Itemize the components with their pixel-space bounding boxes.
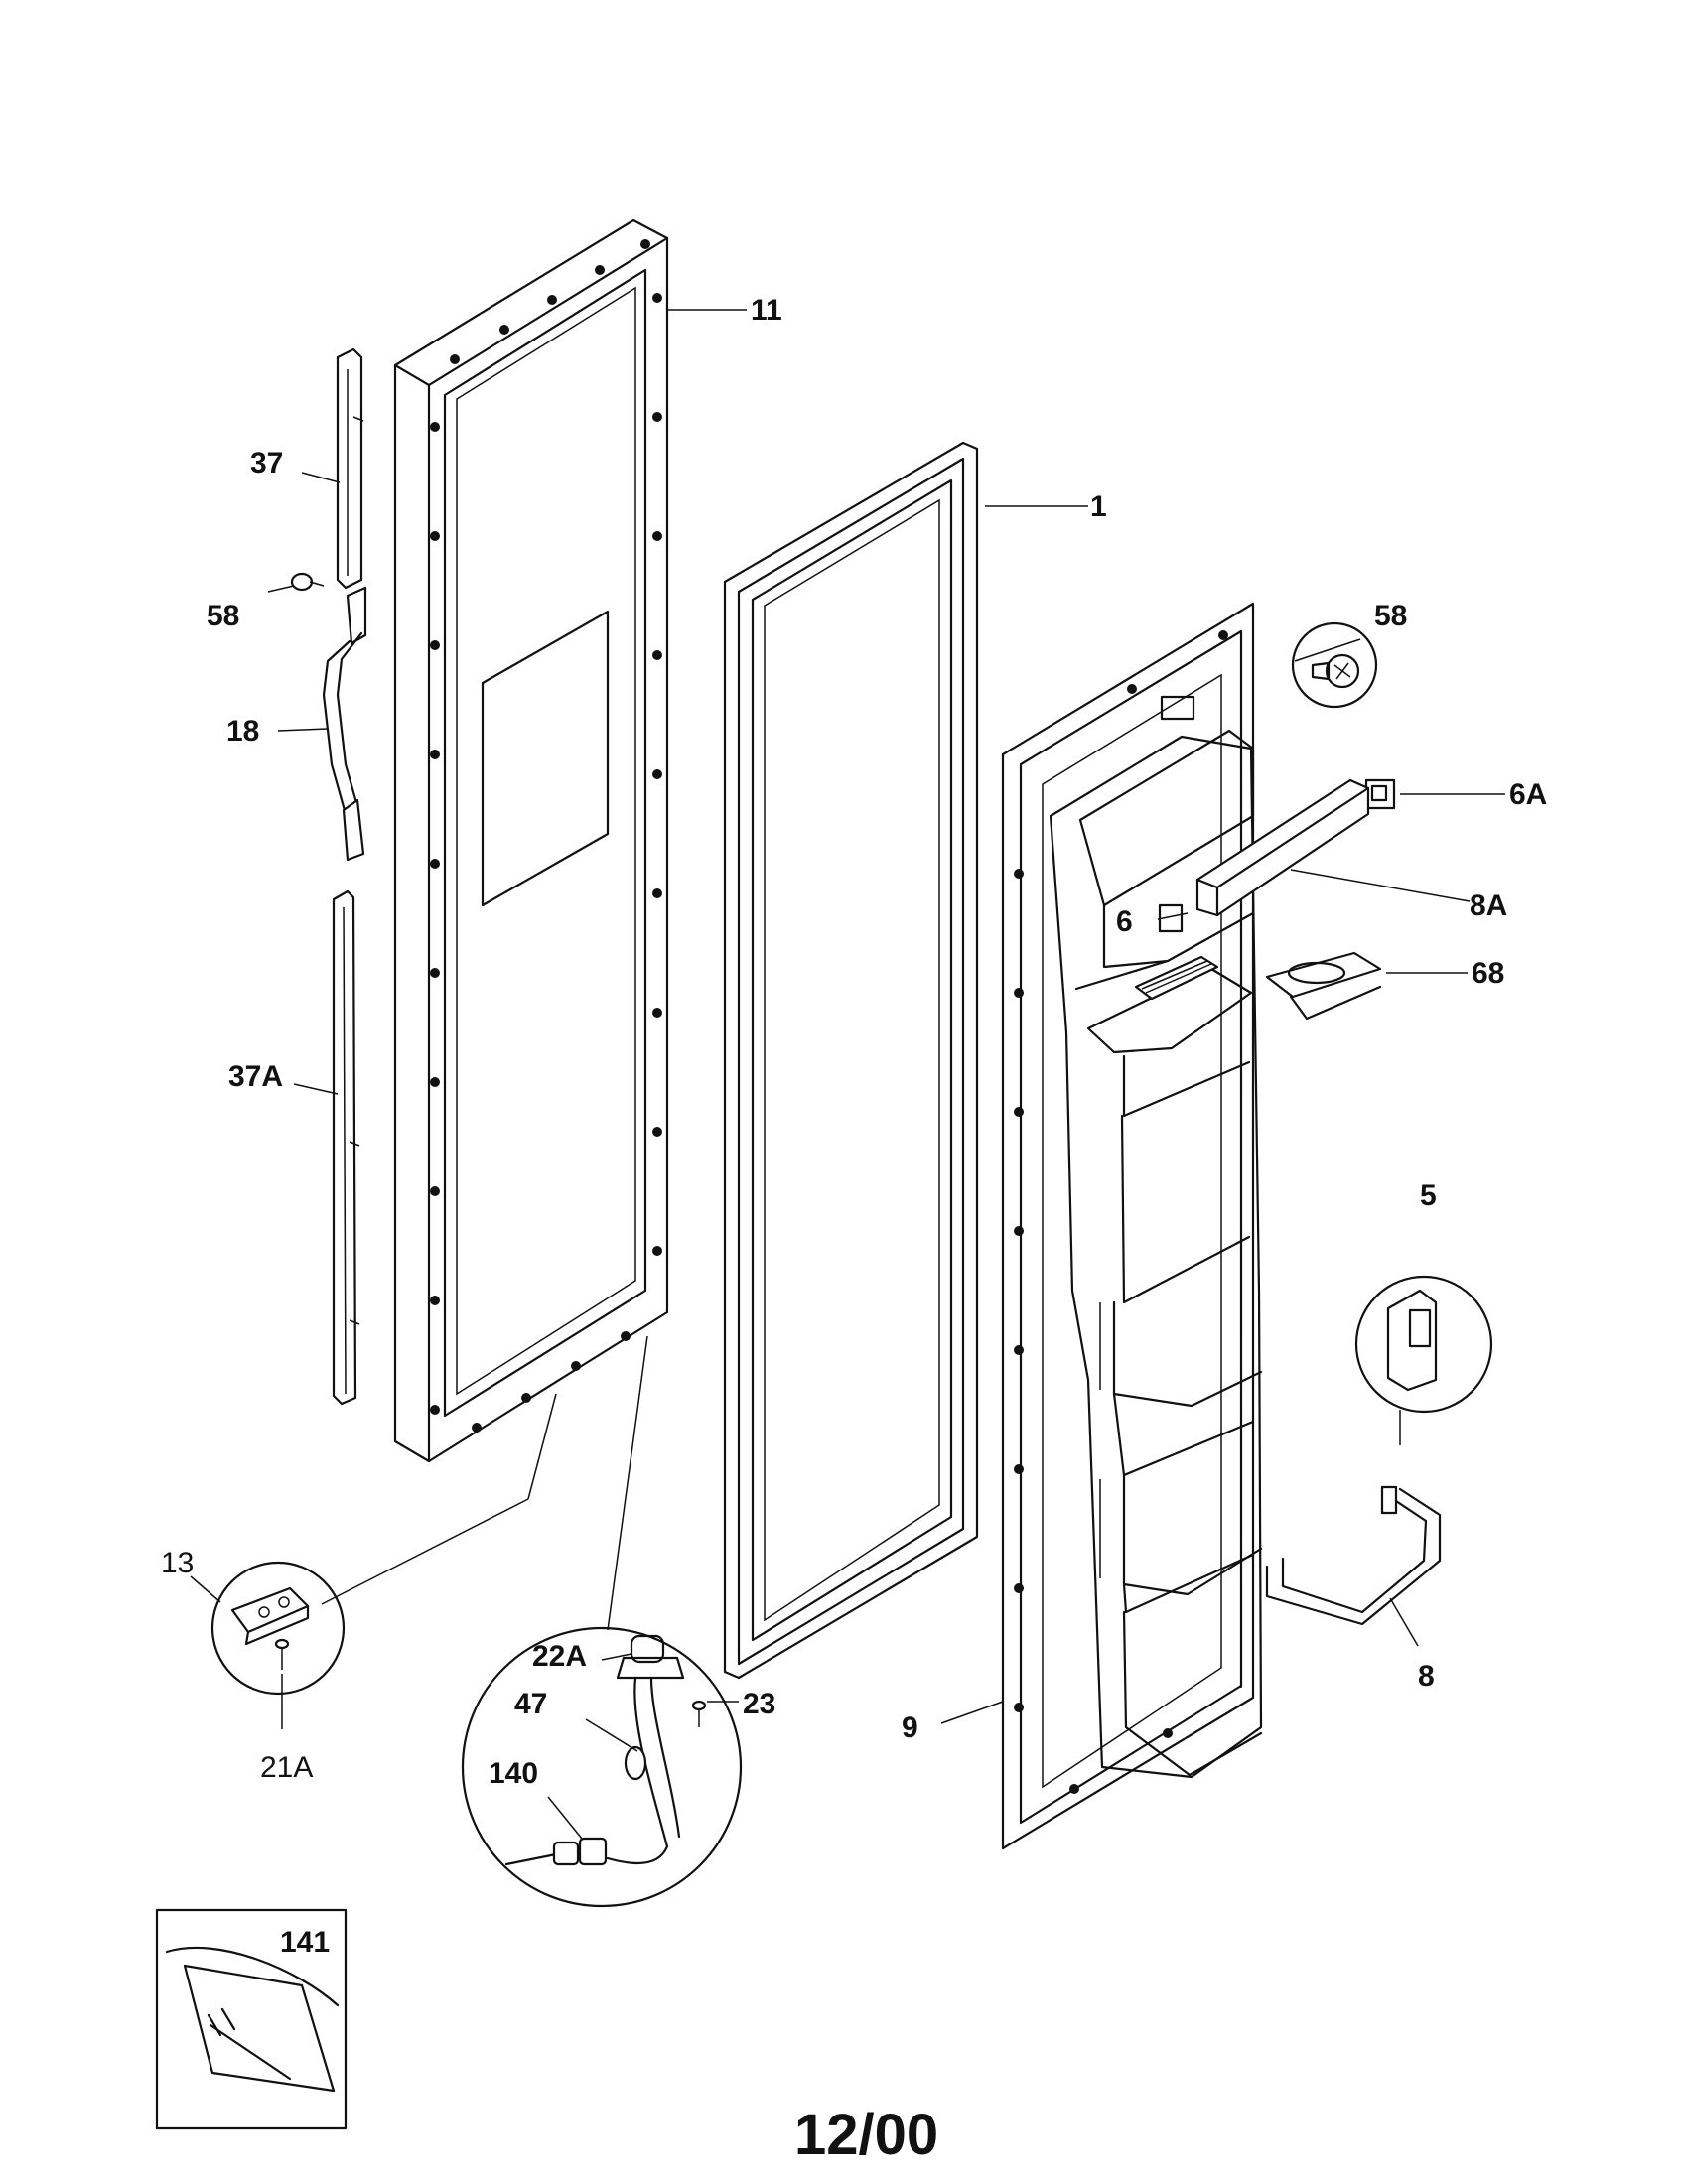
label-23: 23	[743, 1688, 775, 1720]
label-21a: 21A	[260, 1751, 313, 1784]
label-58-right: 58	[1374, 600, 1407, 632]
label-140: 140	[489, 1757, 538, 1790]
screw-58-left	[290, 572, 325, 592]
door-outer-panel	[393, 218, 669, 1463]
label-9: 9	[902, 1711, 918, 1744]
label-37a: 37A	[228, 1060, 283, 1093]
handle-8	[1265, 1485, 1442, 1626]
clip-6a	[1364, 778, 1396, 810]
hinge-13-callout	[210, 1561, 346, 1696]
label-8a: 8A	[1470, 889, 1507, 922]
label-141: 141	[280, 1926, 330, 1959]
clip-5-callout	[1354, 1275, 1493, 1414]
handle-18	[322, 586, 367, 862]
label-11: 11	[751, 294, 782, 327]
door-gasket	[723, 441, 979, 1680]
label-1: 1	[1090, 490, 1107, 523]
label-22a: 22A	[532, 1640, 587, 1673]
label-6a: 6A	[1509, 778, 1547, 811]
screw-58-right-callout	[1291, 621, 1378, 709]
bar-8a	[1195, 778, 1370, 917]
label-8: 8	[1418, 1660, 1435, 1693]
label-47: 47	[514, 1688, 547, 1720]
label-37: 37	[250, 447, 283, 479]
label-58-left: 58	[207, 600, 239, 632]
label-6: 6	[1116, 905, 1133, 938]
tool-141-box	[155, 1908, 348, 2130]
label-13: 13	[161, 1547, 194, 1579]
trim-37a	[332, 889, 360, 1406]
lamp-assembly-callout	[461, 1626, 743, 1908]
trim-37	[336, 347, 364, 590]
label-18: 18	[226, 715, 259, 748]
housing-68	[1265, 951, 1382, 1021]
diagram-date: 12/00	[794, 2103, 938, 2167]
inner-door-liner	[1001, 602, 1263, 1850]
label-5: 5	[1420, 1179, 1437, 1212]
label-68: 68	[1472, 957, 1504, 990]
leader-lines	[190, 309, 1505, 1840]
